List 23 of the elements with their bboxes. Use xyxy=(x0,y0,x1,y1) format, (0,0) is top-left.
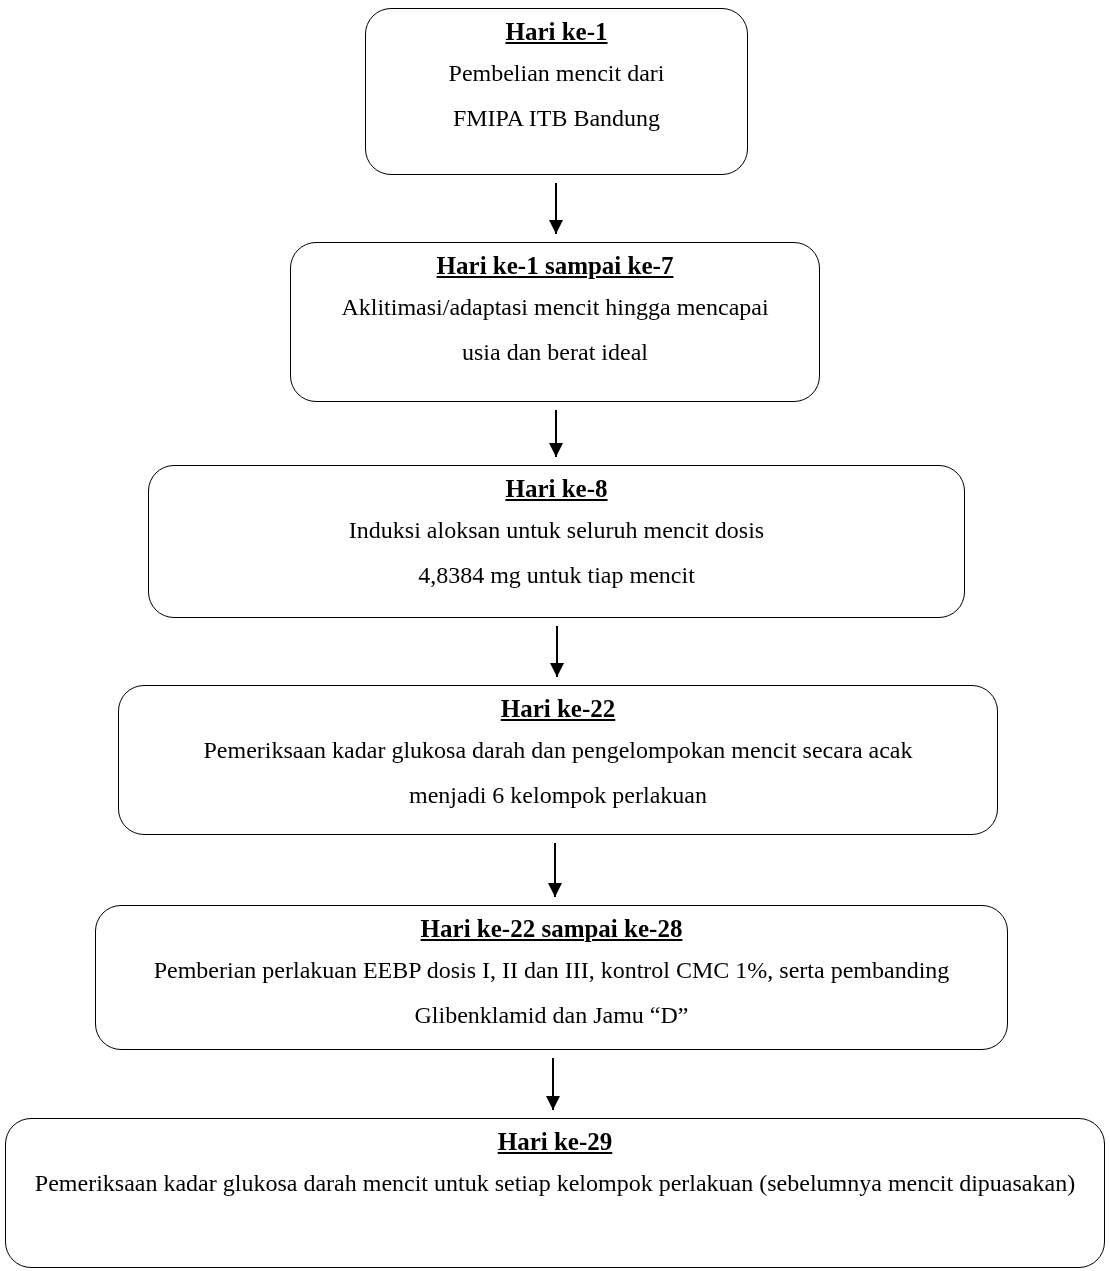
step-description: Pemeriksaan kadar glukosa darah dan pengelompokan mencit secara acak menjadi 6 kelompok perlakuan xyxy=(202,736,914,810)
arrow xyxy=(549,409,563,458)
step-description: Pembelian mencit dari FMIPA ITB Bandung xyxy=(447,59,666,133)
step-heading: Hari ke-22 sampai ke-28 xyxy=(420,914,683,944)
step-description: Pemeriksaan kadar glukosa darah mencit untuk setiap kelompok perlakuan (sebelumnya mencit dipuasakan) xyxy=(34,1169,1076,1198)
process-box xyxy=(95,905,1008,1050)
step-heading: Hari ke-1 sampai ke-7 xyxy=(436,251,674,281)
step-heading: Hari ke-8 xyxy=(505,474,608,504)
process-box xyxy=(365,8,748,175)
arrow xyxy=(546,1057,560,1111)
arrow xyxy=(548,842,562,898)
step-heading: Hari ke-29 xyxy=(497,1127,613,1157)
process-box xyxy=(118,685,998,835)
step-description: Aklitimasi/adaptasi mencit hingga mencapai usia dan berat ideal xyxy=(340,293,770,367)
process-box xyxy=(148,465,965,618)
step-description: Pemberian perlakuan EEBP dosis I, II dan III, kontrol CMC 1%, serta pembanding Glibenklamid dan Jamu “D” xyxy=(152,956,951,1030)
arrow xyxy=(549,182,563,235)
process-box xyxy=(5,1118,1105,1268)
step-description: Induksi aloksan untuk seluruh mencit dosis 4,8384 mg untuk tiap mencit xyxy=(347,516,766,590)
arrow xyxy=(550,625,564,678)
step-heading: Hari ke-22 xyxy=(500,694,616,724)
step-heading: Hari ke-1 xyxy=(505,17,608,47)
process-box xyxy=(290,242,820,402)
